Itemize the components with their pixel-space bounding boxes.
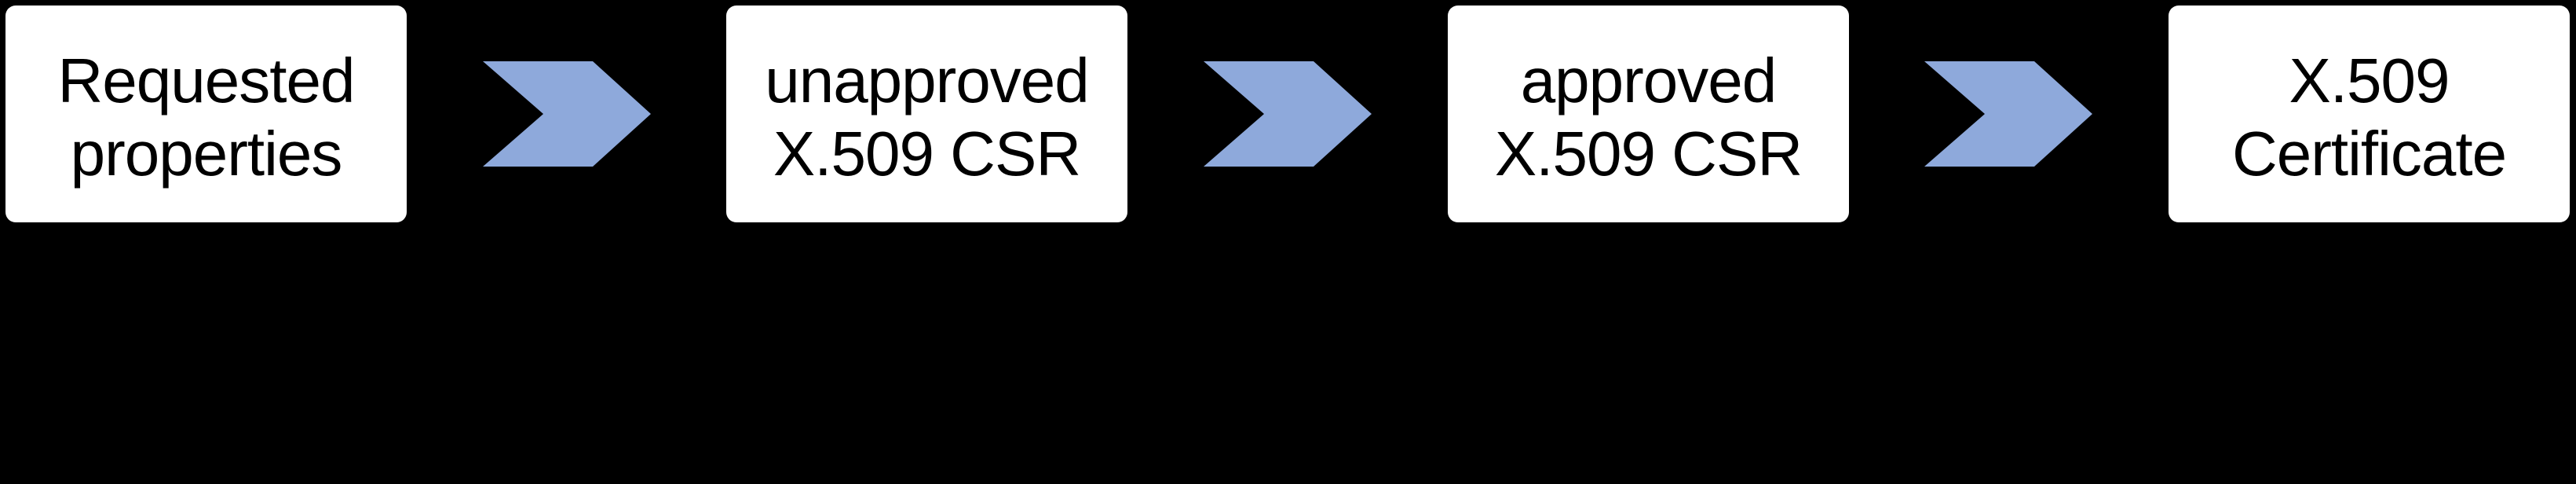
step-label: unapproved X.509 CSR (765, 37, 1090, 191)
chevron-shape (483, 61, 651, 167)
flow-step-requested-properties: Requested properties (5, 6, 407, 222)
step-label-line2: properties (70, 119, 343, 189)
chevron-right-icon (1204, 61, 1372, 167)
step-label: Requested properties (57, 37, 356, 191)
chevron-shape (1924, 61, 2092, 167)
step-label-line1: Requested (57, 46, 356, 116)
step-label-line2: Certificate (2231, 119, 2507, 189)
flow-step-x509-certificate: X.509 Certificate (2169, 6, 2570, 222)
chevron-right-icon (483, 61, 651, 167)
chevron-shape (1204, 61, 1372, 167)
step-label-line2: X.509 CSR (773, 119, 1081, 189)
step-label-line1: approved (1520, 46, 1778, 116)
step-label-line1: X.509 (2289, 46, 2450, 116)
step-label-line1: unapproved (765, 46, 1090, 116)
flow-step-unapproved-csr: unapproved X.509 CSR (726, 6, 1127, 222)
chevron-right-icon (1924, 61, 2092, 167)
flow-step-approved-csr: approved X.509 CSR (1448, 6, 1849, 222)
step-label: approved X.509 CSR (1494, 37, 1803, 191)
step-label-line2: X.509 CSR (1494, 119, 1803, 189)
step-label: X.509 Certificate (2231, 37, 2507, 191)
